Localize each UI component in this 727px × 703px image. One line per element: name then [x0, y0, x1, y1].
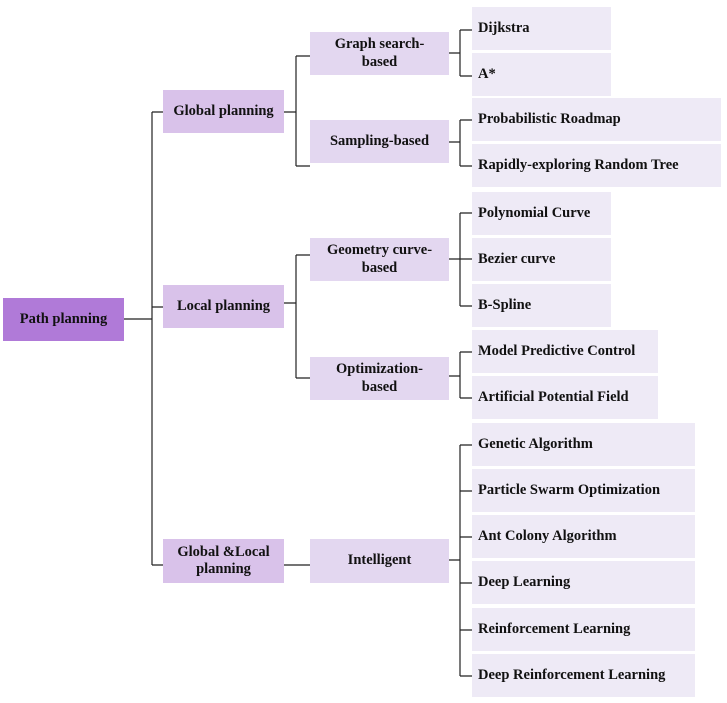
leaf-ant-colony-algorithm: Ant Colony Algorithm [472, 515, 695, 558]
node-global-local-planning: Global &Local planning [163, 539, 284, 583]
leaf-b-spline: B-Spline [472, 284, 611, 327]
leaf-deep-learning: Deep Learning [472, 561, 695, 604]
leaf-polynomial-curve: Polynomial Curve [472, 192, 611, 235]
leaf-label: Polynomial Curve [478, 204, 591, 221]
node-label: Optimization- based [336, 361, 423, 395]
leaf-reinforcement-learning: Reinforcement Learning [472, 608, 695, 651]
node-label: Graph search- based [334, 36, 425, 70]
connector-local [284, 254, 310, 379]
node-label: Local planning [176, 297, 271, 314]
leaf-dijkstra: Dijkstra [472, 7, 611, 50]
connector-root [124, 111, 163, 566]
leaf-label: Deep Learning [478, 573, 571, 590]
node-global-planning: Global planning [163, 90, 284, 133]
node-label: Geometry curve- based [326, 242, 433, 276]
node-intelligent: Intelligent [310, 539, 449, 583]
leaf-label: Reinforcement Learning [478, 620, 631, 637]
leaf-label: Rapidly-exploring Random Tree [478, 156, 679, 173]
connector-graph-search [449, 29, 472, 77]
leaf-probabilistic-roadmap: Probabilistic Roadmap [472, 98, 721, 141]
leaf-label: Particle Swarm Optimization [478, 481, 661, 498]
leaf-label: Ant Colony Algorithm [478, 527, 617, 544]
node-label: Sampling-based [329, 132, 430, 149]
leaf-label: Dijkstra [478, 19, 530, 36]
leaf-bezier-curve: Bezier curve [472, 238, 611, 281]
connector-geometry [449, 212, 472, 307]
leaf-rrt: Rapidly-exploring Random Tree [472, 144, 721, 187]
leaf-label: Bezier curve [478, 250, 556, 267]
node-path-planning: Path planning [3, 298, 124, 341]
leaf-label: Genetic Algorithm [478, 435, 593, 452]
leaf-label: Artificial Potential Field [478, 388, 629, 405]
connector-intelligent [449, 444, 472, 677]
node-optimization-based: Optimization- based [310, 357, 449, 400]
leaf-label: Probabilistic Roadmap [478, 110, 621, 127]
connector-global [284, 55, 310, 167]
node-graph-search-based: Graph search- based [310, 32, 449, 75]
node-label: Global &Local planning [177, 543, 270, 577]
connector-optimization [449, 351, 472, 399]
leaf-label: Model Predictive Control [478, 342, 636, 359]
leaf-model-predictive-control: Model Predictive Control [472, 330, 658, 373]
node-label: Path planning [19, 310, 108, 327]
leaf-particle-swarm-optimization: Particle Swarm Optimization [472, 469, 695, 512]
connector-sampling [449, 119, 472, 167]
node-sampling-based: Sampling-based [310, 120, 449, 163]
leaf-genetic-algorithm: Genetic Algorithm [472, 423, 695, 466]
leaf-label: A* [478, 65, 496, 82]
leaf-deep-reinforcement-learning: Deep Reinforcement Learning [472, 654, 695, 697]
node-local-planning: Local planning [163, 285, 284, 328]
node-label: Global planning [173, 102, 274, 119]
leaf-a-star: A* [472, 53, 611, 96]
leaf-label: Deep Reinforcement Learning [478, 666, 666, 683]
leaf-artificial-potential-field: Artificial Potential Field [472, 376, 658, 419]
leaf-label: B-Spline [478, 296, 532, 313]
node-label: Intelligent [347, 552, 412, 569]
node-geometry-curve-based: Geometry curve- based [310, 238, 449, 281]
